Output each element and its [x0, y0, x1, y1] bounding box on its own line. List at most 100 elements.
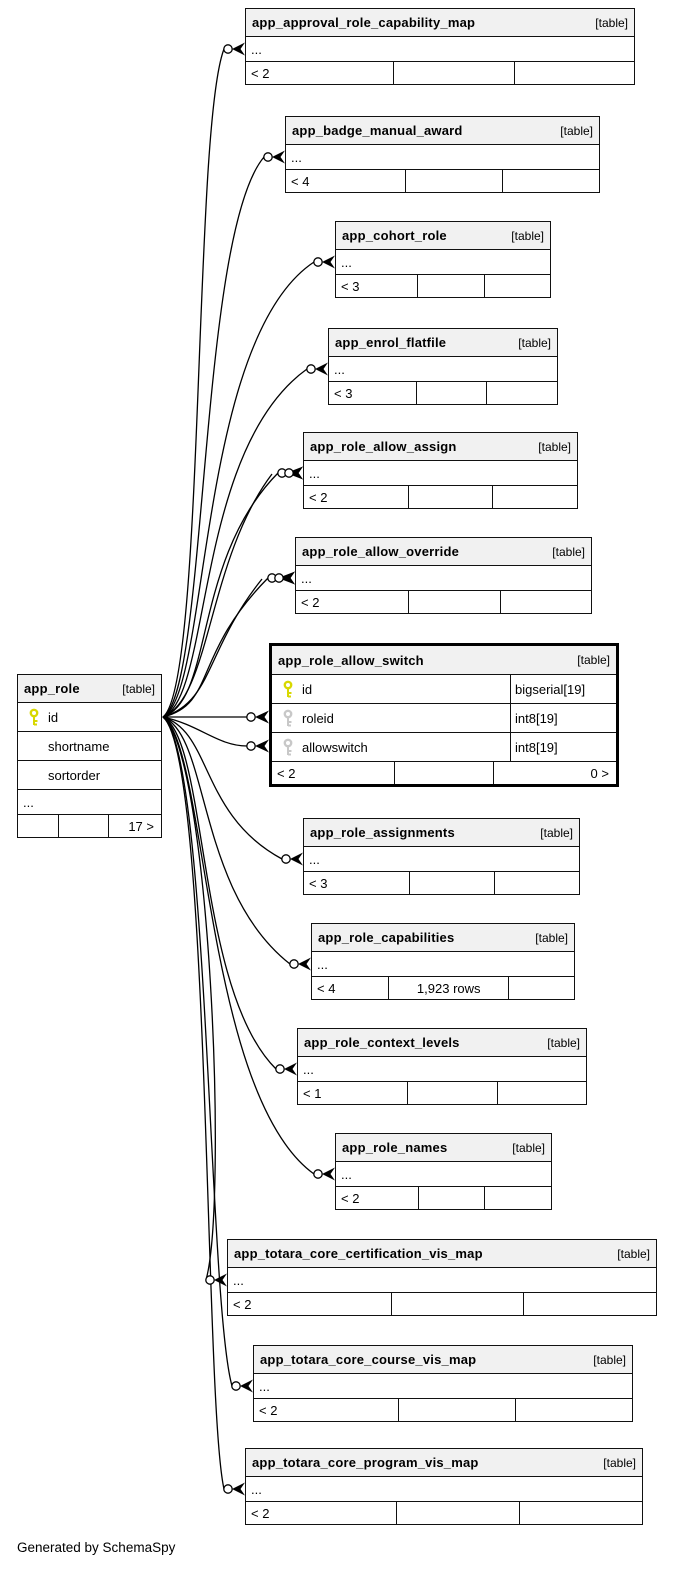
- columns-ellipsis: ...: [254, 1374, 632, 1399]
- table-footer: < 4: [286, 170, 599, 192]
- relationship-curves: [162, 48, 315, 1490]
- table-footer: < 1: [298, 1082, 586, 1104]
- footer-cell: [18, 815, 58, 837]
- column-row-allowswitch: allowswitch int8[19]: [272, 733, 616, 762]
- table-type-tag: [table]: [593, 1352, 626, 1367]
- table-footer: < 2: [228, 1293, 656, 1315]
- table-node-app_role_allow_override: app_role_allow_override[table] ... < 2: [295, 537, 592, 614]
- table-name[interactable]: app_role_allow_override: [302, 544, 460, 559]
- footer-cell: [496, 1082, 586, 1104]
- table-type-tag: [table]: [560, 123, 593, 138]
- row-count: 1,923 rows: [387, 977, 509, 999]
- table-name[interactable]: app_cohort_role: [342, 228, 447, 243]
- table-header: app_role_names[table]: [336, 1134, 551, 1162]
- footer-cell: [415, 382, 487, 404]
- column-row-sortorder: sortorder: [18, 761, 161, 790]
- column-row-id: id bigserial[19]: [272, 675, 616, 704]
- footer-cell: [417, 1187, 485, 1209]
- column-row-shortname: shortname: [18, 732, 161, 761]
- table-type-tag: [table]: [535, 930, 568, 945]
- table-name[interactable]: app_role_allow_assign: [310, 439, 457, 454]
- table-node-app_role_assignments: app_role_assignments[table] ... < 3: [303, 818, 580, 895]
- parent-count: < 4: [317, 980, 336, 996]
- column-name: sortorder: [48, 767, 101, 783]
- table-header: app_role_context_levels[table]: [298, 1029, 586, 1057]
- columns-ellipsis: ...: [304, 461, 577, 486]
- columns-ellipsis: ...: [336, 250, 550, 275]
- table-node-app_totara_core_course_vis_map: app_totara_core_course_vis_map [table] ..…: [253, 1345, 633, 1422]
- column-row-id: id: [18, 703, 161, 732]
- table-node-app_badge_manual_award: app_badge_manual_award[table] ... < 4: [285, 116, 600, 193]
- column-name: shortname: [48, 738, 110, 754]
- child-count: 17 >: [108, 815, 161, 837]
- footer-cell: [396, 1502, 519, 1524]
- parent-count: < 2: [233, 1296, 252, 1312]
- footer-cell: [404, 170, 502, 192]
- table-footer: < 2: [304, 486, 577, 508]
- child-count: 0 >: [493, 762, 616, 784]
- table-name[interactable]: app_approval_role_capability_map: [252, 15, 476, 30]
- footer-cell: [492, 486, 577, 508]
- table-footer: < 3: [304, 872, 579, 894]
- footer-cell: [514, 1399, 632, 1421]
- table-node-app_cohort_role: app_cohort_role [table] ... < 3: [335, 221, 551, 298]
- footer-cell: [519, 1502, 642, 1524]
- parent-count: < 2: [251, 1505, 270, 1521]
- table-node-app_totara_core_program_vis_map: app_totara_core_program_vis_map[table] .…: [245, 1448, 643, 1525]
- parent-count: < 3: [334, 385, 353, 401]
- table-node-app_approval_role_capability_map: app_approval_role_capability_map[table] …: [245, 8, 635, 85]
- table-header: app_enrol_flatfile[table]: [329, 329, 557, 357]
- table-name[interactable]: app_totara_core_certification_vis_map: [234, 1246, 483, 1261]
- table-node-app_role_allow_assign: app_role_allow_assign [table] ... < 2: [303, 432, 578, 509]
- table-name[interactable]: app_role_assignments: [310, 825, 455, 840]
- foreign-key-icon: [282, 709, 294, 727]
- footer-cell: [417, 275, 483, 297]
- table-header: app_approval_role_capability_map[table]: [246, 9, 634, 37]
- column-type: int8[19]: [510, 733, 616, 761]
- columns-ellipsis: ...: [18, 790, 161, 815]
- table-name[interactable]: app_badge_manual_award: [292, 123, 463, 138]
- columns-ellipsis: ...: [312, 952, 574, 977]
- primary-key-icon: [282, 680, 294, 698]
- columns-ellipsis: ...: [246, 1477, 642, 1502]
- footer-cell: [408, 591, 499, 613]
- table-type-tag: [table]: [538, 439, 571, 454]
- table-name[interactable]: app_role_names: [342, 1140, 448, 1155]
- table-footer: < 2 0 >: [272, 762, 616, 784]
- footer-cell: [483, 275, 550, 297]
- primary-key-icon: [28, 708, 40, 726]
- table-header: app_totara_core_certification_vis_map [ta…: [228, 1240, 656, 1268]
- column-name: id: [48, 709, 59, 725]
- table-node-app_role_names: app_role_names[table] ... < 2: [335, 1133, 552, 1210]
- footer-cell: [397, 1399, 515, 1421]
- table-type-tag: [table]: [552, 544, 585, 559]
- columns-ellipsis: ...: [298, 1057, 586, 1082]
- table-node-app_totara_core_certification_vis_map: app_totara_core_certification_vis_map [ta…: [227, 1239, 657, 1316]
- columns-ellipsis: ...: [246, 37, 634, 62]
- parent-count: < 2: [341, 1190, 360, 1206]
- footer-cell: [493, 872, 579, 894]
- table-name[interactable]: app_role_capabilities: [318, 930, 455, 945]
- table-footer: < 4 1,923 rows: [312, 977, 574, 999]
- footer-cell: [393, 62, 513, 84]
- table-name[interactable]: app_role: [24, 681, 80, 696]
- table-type-tag: [table]: [511, 228, 544, 243]
- table-header: app_totara_core_program_vis_map[table]: [246, 1449, 642, 1477]
- columns-ellipsis: ...: [228, 1268, 656, 1293]
- table-footer: < 3: [329, 382, 557, 404]
- footer-cell: [513, 62, 634, 84]
- column-name: id: [302, 681, 313, 697]
- column-type: bigserial[19]: [510, 675, 616, 703]
- table-name[interactable]: app_role_context_levels: [304, 1035, 460, 1050]
- table-header: app_badge_manual_award [table]: [286, 117, 599, 145]
- table-name[interactable]: app_totara_core_course_vis_map: [260, 1352, 477, 1367]
- table-name[interactable]: app_totara_core_program_vis_map: [252, 1455, 479, 1470]
- table-node-app_role_context_levels: app_role_context_levels[table] ... < 1: [297, 1028, 587, 1105]
- table-name[interactable]: app_enrol_flatfile: [335, 335, 447, 350]
- table-footer: < 2: [336, 1187, 551, 1209]
- generator-note: Generated by SchemaSpy: [17, 1540, 176, 1555]
- parent-count: < 3: [341, 278, 360, 294]
- table-name[interactable]: app_role_allow_switch: [278, 652, 424, 668]
- table-type-tag: [table]: [617, 1246, 650, 1261]
